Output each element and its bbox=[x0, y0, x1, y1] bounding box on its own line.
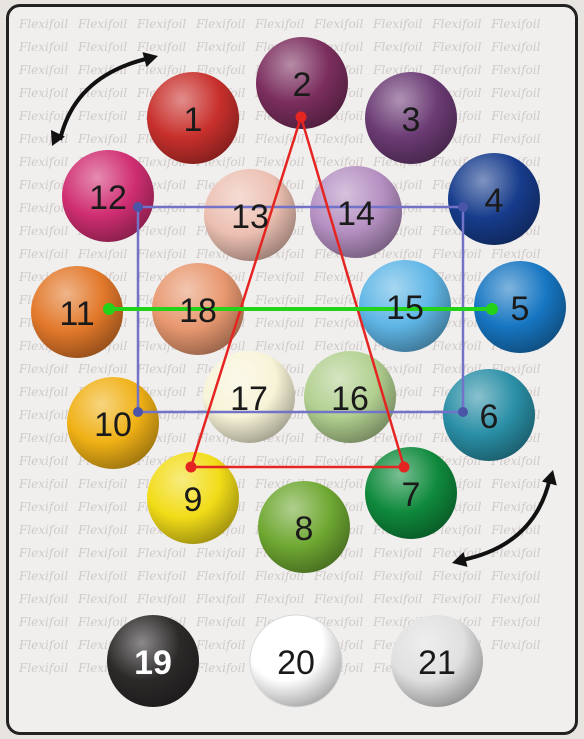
twister-board: Flexifoil Flexifoil Flexifoil Flexifoil … bbox=[6, 4, 578, 735]
dots-layer bbox=[31, 37, 566, 707]
rotate-arrow-bottom-right bbox=[462, 478, 550, 560]
dot-label-14: 14 bbox=[337, 195, 375, 233]
arrow-head-icon bbox=[542, 470, 557, 486]
dot-label-12: 12 bbox=[89, 179, 127, 217]
dot-label-8: 8 bbox=[295, 510, 314, 548]
square-node bbox=[133, 202, 143, 212]
square-node bbox=[458, 202, 468, 212]
dot-label-6: 6 bbox=[480, 398, 499, 436]
dot-label-2: 2 bbox=[293, 66, 312, 104]
square-node bbox=[133, 407, 143, 417]
triangle-node bbox=[186, 462, 197, 473]
triangle-node bbox=[296, 112, 307, 123]
line-node bbox=[486, 303, 498, 315]
dot-label-13: 13 bbox=[231, 198, 269, 236]
dot-label-18: 18 bbox=[179, 292, 217, 330]
dot-label-15: 15 bbox=[386, 289, 424, 327]
dot-label-19: 19 bbox=[134, 644, 172, 682]
arrow-head-icon bbox=[142, 52, 158, 67]
dot-label-4: 4 bbox=[485, 182, 504, 220]
dot-label-16: 16 bbox=[331, 380, 369, 418]
dot-label-1: 1 bbox=[184, 101, 203, 139]
dot-label-5: 5 bbox=[511, 290, 530, 328]
dot-label-20: 20 bbox=[277, 644, 315, 682]
rotate-arrow-top-left bbox=[60, 58, 150, 140]
square-node bbox=[458, 407, 468, 417]
triangle-node bbox=[399, 462, 410, 473]
dot-label-7: 7 bbox=[402, 476, 421, 514]
arrow-head-icon bbox=[452, 552, 468, 567]
dot-label-9: 9 bbox=[184, 481, 203, 519]
dot-label-21: 21 bbox=[418, 644, 456, 682]
dot-label-11: 11 bbox=[59, 295, 94, 333]
dot-label-17: 17 bbox=[230, 380, 268, 418]
dot-label-3: 3 bbox=[402, 101, 421, 139]
line-node bbox=[103, 303, 115, 315]
dot-label-10: 10 bbox=[94, 406, 132, 444]
